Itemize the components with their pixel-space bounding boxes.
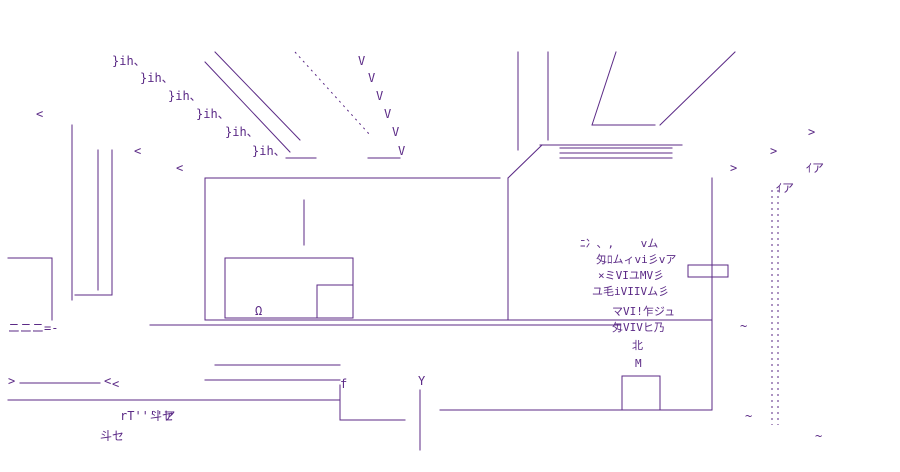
corner-mark: < [176,161,184,175]
crowd-line: ×ミVIユMV彡 [598,269,665,282]
ih-mark: }ih、 [252,144,286,158]
crowd-line: 北 [632,339,643,352]
corner-mark: > [730,161,738,175]
ih-mark: }ih、 [196,107,230,121]
counter-box [224,257,354,319]
bottom-text: rT''''ア [120,409,176,423]
ray-line [214,51,301,141]
beam-line [591,51,617,126]
corner-mark: > [808,125,816,139]
stool-label: Y [418,374,426,388]
v-mark: V [398,144,406,158]
crowd-line: ﾆ冫、, vム [580,237,659,250]
pedestal [621,375,661,411]
ih-mark: }ih、 [168,89,202,103]
v-mark: V [392,125,400,139]
v-mark: V [384,107,392,121]
right-tag: ｲア [776,181,795,195]
arrow-head: < [104,374,112,388]
v-mark: V [358,54,366,68]
small-box [316,284,354,319]
crowd-line: ユ毛iVIIVム彡 [592,285,670,298]
corner-mark: < [112,377,120,391]
crowd-line: マVI!乍ジュ [612,305,676,318]
tilde-mark: ~ [740,319,748,333]
corner-mark: > [770,144,778,158]
beam-line [659,51,736,126]
roof-edge [507,144,543,179]
right-tag: ｲア [806,161,825,175]
v-mark: V [368,71,376,85]
crowd-line: M [635,357,642,370]
crowd-line: 匁VIVヒ乃 [612,321,665,334]
tilde-mark: ~ [745,409,753,423]
ih-mark: }ih、 [225,125,259,139]
sign-box [687,264,729,278]
omega-mark: Ω [255,304,263,318]
ih-mark: }ih、 [112,54,146,68]
bottom-text: 斗セ [100,429,125,443]
ih-mark: }ih、 [140,71,174,85]
tilde-mark: ~ [815,429,823,443]
bottom-text: 斗セ [150,409,175,423]
ray-line [204,61,291,153]
corner-mark: < [36,107,44,121]
equals-mark: ニニニ=- [8,321,59,335]
f-mark: f [340,377,348,391]
crowd-line: 匁ﾛムィvi彡vア [596,253,677,266]
arrow-head: > [8,374,16,388]
v-mark: V [376,89,384,103]
corner-mark: < [134,144,142,158]
ray-line-dotted [294,51,371,136]
